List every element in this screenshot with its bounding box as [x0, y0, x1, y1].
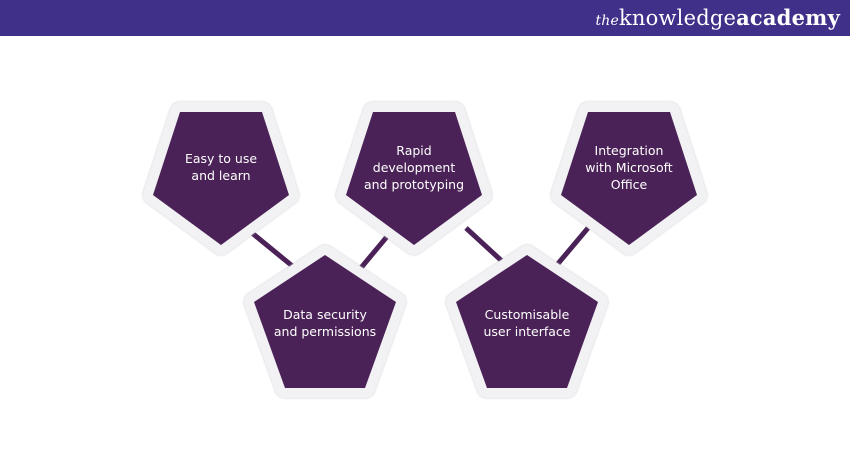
connector-1 [250, 231, 298, 271]
pentagon-5 [456, 255, 598, 388]
header-bar: theknowledgeacademy [0, 0, 850, 36]
pentagon-2 [346, 112, 482, 245]
connector-4 [554, 226, 590, 268]
connector-2 [358, 231, 392, 271]
connector-3 [464, 226, 506, 265]
connectors [250, 226, 590, 271]
pentagon-1 [153, 112, 289, 245]
brand-logo: theknowledgeacademy [595, 5, 840, 30]
pentagon-4 [254, 255, 396, 388]
pentagon-3 [561, 112, 697, 245]
